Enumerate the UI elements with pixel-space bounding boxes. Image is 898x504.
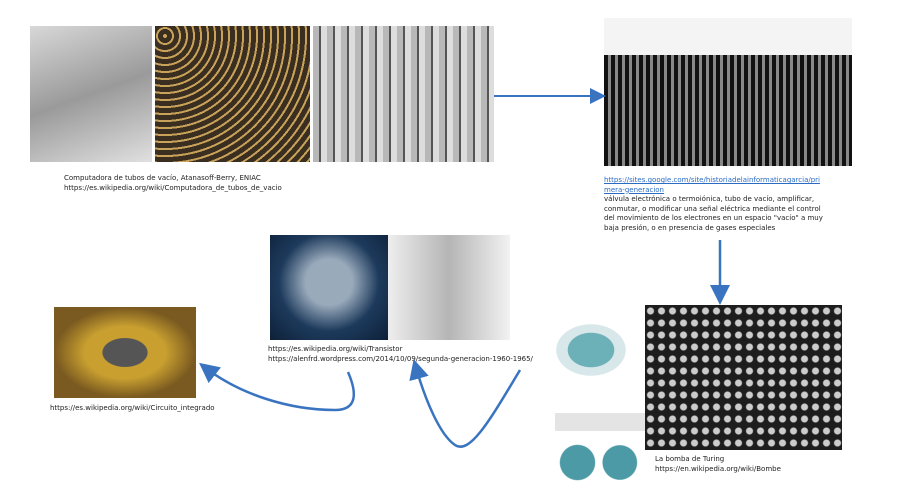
rotor-image — [555, 310, 645, 390]
caption-url: https://es.wikipedia.org/wiki/Computador… — [64, 183, 282, 192]
bombe-machine-image — [645, 305, 842, 450]
ic-caption: https://es.wikipedia.org/wiki/Circuito_i… — [50, 404, 215, 414]
transistor-caption: https://es.wikipedia.org/wiki/Transistor… — [268, 345, 533, 364]
bombe-caption: La bomba de Turing https://en.wikipedia.… — [655, 455, 781, 474]
eniac-room-image — [313, 26, 494, 162]
vacuum-tube-caption: https://sites.google.com/site/historiade… — [604, 176, 823, 233]
atanasoff-berry-image — [30, 26, 152, 162]
transistor-bell-jar-image — [270, 235, 388, 340]
caption-url: https://en.wikipedia.org/wiki/Bombe — [655, 464, 781, 473]
desc-line: del movimiento de los electrones en un e… — [604, 214, 823, 222]
caption-url: https://es.wikipedia.org/wiki/Transistor — [268, 345, 403, 353]
rotor-exploded-image — [555, 395, 645, 485]
transistor-vs-tube-image — [388, 235, 510, 340]
caption-title: Computadora de tubos de vacío, Atanasoff… — [64, 174, 261, 182]
desc-line: conmutar, o modificar una señal eléctric… — [604, 204, 821, 213]
integrated-circuit-image — [54, 307, 196, 398]
arrow-to-integrated-circuit — [199, 362, 356, 412]
vacuum-tube-chassis-image — [604, 18, 852, 166]
eniac-panel-image — [155, 26, 310, 162]
arrow-to-transistor — [409, 359, 522, 448]
caption-url: https://alenfrd.wordpress.com/2014/10/09… — [268, 354, 533, 363]
desc-line: válvula electrónica o termoiónica, tubo … — [604, 195, 815, 203]
caption-title: La bomba de Turing — [655, 455, 725, 463]
caption-url: https://es.wikipedia.org/wiki/Circuito_i… — [50, 404, 215, 412]
vacuum-tube-link[interactable]: https://sites.google.com/site/historiade… — [604, 176, 820, 194]
desc-line: baja presión, o en presencia de gases es… — [604, 223, 776, 232]
first-gen-caption: Computadora de tubos de vacío, Atanasoff… — [64, 174, 282, 193]
